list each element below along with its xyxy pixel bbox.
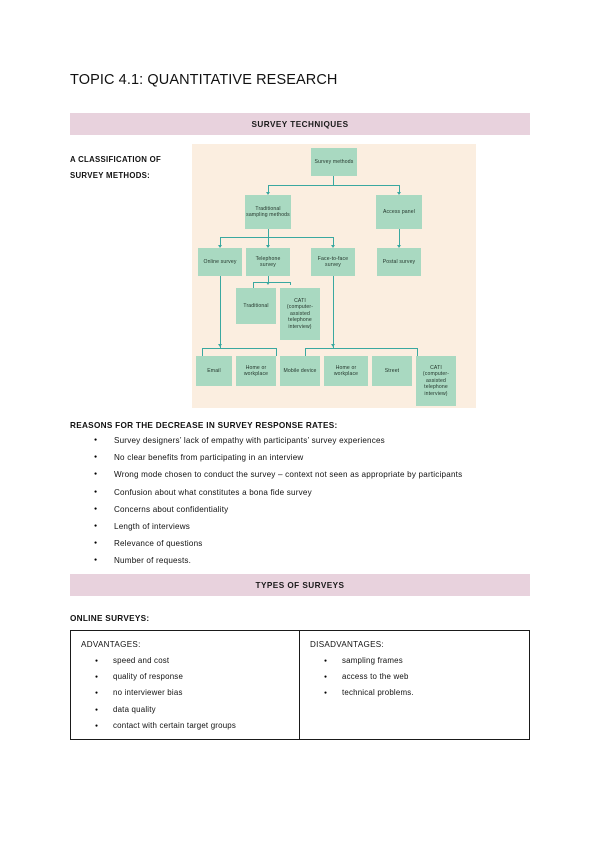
list-item: sampling frames: [310, 653, 529, 669]
connector-f2f-leaves-bus: [305, 348, 417, 349]
diagram-node-face-to-face-survey: Face-to-face survey: [311, 248, 355, 276]
diagram-node-root: Survey methods: [311, 148, 357, 176]
disadvantages-list: sampling frames access to the web techni…: [310, 653, 529, 702]
section-banner-types-of-surveys: TYPES OF SURVEYS: [70, 574, 530, 596]
connector-ts-down: [268, 229, 269, 237]
connector-level2-bus: [268, 185, 399, 186]
diagram-node-access-panel: Access panel: [376, 195, 422, 229]
arrow-to-face-to-face-survey: [331, 245, 335, 248]
list-item: access to the web: [310, 669, 529, 685]
list-item: No clear benefits from participating in …: [88, 449, 538, 466]
diagram-node-leaf-home-or-workplace-online: Home or workplace: [236, 356, 276, 386]
reasons-heading: REASONS FOR THE DECREASE IN SURVEY RESPO…: [70, 421, 338, 430]
list-item: data quality: [81, 702, 299, 718]
arrow-to-telephone-survey: [266, 245, 270, 248]
survey-methods-diagram: Survey methods Traditional sampling meth…: [192, 144, 476, 408]
arrow-to-traditional-sampling: [266, 192, 270, 195]
advantages-disadvantages-table: ADVANTAGES: speed and cost quality of re…: [70, 630, 530, 740]
diagram-node-traditional-sampling-methods: Traditional sampling methods: [245, 195, 291, 229]
page-title: TOPIC 4.1: QUANTITATIVE RESEARCH: [70, 72, 338, 88]
connector-traditional-drop: [253, 282, 254, 288]
diagram-side-label-line1: A CLASSIFICATION OF: [70, 155, 162, 164]
arrow-to-postal-survey: [397, 245, 401, 248]
diagram-node-leaf-home-or-workplace-f2f: Home or workplace: [324, 356, 368, 386]
diagram-side-label: A CLASSIFICATION OF SURVEY METHODS:: [70, 152, 188, 184]
list-item: technical problems.: [310, 685, 529, 701]
connector-online-leaves-bus: [202, 348, 276, 349]
list-item: Length of interviews: [88, 518, 538, 535]
connector-telephone-children-bus: [253, 282, 290, 283]
reasons-list: Survey designers’ lack of empathy with p…: [88, 432, 538, 570]
connector-cati-leaf-drop: [417, 348, 418, 356]
connector-level3-bus: [220, 237, 333, 238]
diagram-node-cati-mid: CATI (computer-assisted telephone interv…: [280, 288, 320, 340]
arrow-to-access-panel: [397, 192, 401, 195]
arrow-to-online-survey: [218, 245, 222, 248]
connector-telephone-down: [268, 276, 269, 282]
connector-face-to-face-drop: [333, 237, 334, 247]
diagram-node-leaf-mobile-device: Mobile device: [280, 356, 320, 386]
list-item: Survey designers’ lack of empathy with p…: [88, 432, 538, 449]
connector-email-drop: [202, 348, 203, 356]
connector-access-panel-down: [399, 229, 400, 247]
list-item: no interviewer bias: [81, 685, 299, 701]
list-item: Number of requests.: [88, 552, 538, 569]
banner-label: SURVEY TECHNIQUES: [251, 119, 349, 129]
connector-level2-right-drop: [399, 185, 400, 194]
arrow-to-cati-mid: [266, 282, 270, 285]
diagram-node-leaf-email: Email: [196, 356, 232, 386]
advantages-column: ADVANTAGES: speed and cost quality of re…: [71, 631, 300, 739]
list-item: quality of response: [81, 669, 299, 685]
advantages-heading: ADVANTAGES:: [81, 640, 141, 649]
online-surveys-heading: ONLINE SURVEYS:: [70, 614, 150, 623]
diagram-node-traditional: Traditional: [236, 288, 276, 324]
connector-online-long-drop: [220, 276, 221, 348]
connector-online-drop: [220, 237, 221, 247]
diagram-node-telephone-survey: Telephone survey: [246, 248, 290, 276]
list-item: contact with certain target groups: [81, 718, 299, 734]
advantages-list: speed and cost quality of response no in…: [81, 653, 299, 734]
disadvantages-column: DISADVANTAGES: sampling frames access to…: [300, 631, 529, 739]
connector-f2f-long-drop: [333, 276, 334, 348]
diagram-side-label-line2: SURVEY METHODS:: [70, 171, 151, 180]
connector-cati-mid-drop: [290, 282, 291, 285]
diagram-node-online-survey: Online survey: [198, 248, 242, 276]
list-item: Relevance of questions: [88, 535, 538, 552]
diagram-node-leaf-street: Street: [372, 356, 412, 386]
connector-root-down: [333, 176, 334, 185]
connector-home-workplace2-drop: [305, 348, 306, 356]
diagram-node-leaf-cati: CATI (computer-assisted telephone interv…: [416, 356, 456, 406]
connector-level2-left-drop: [268, 185, 269, 194]
list-item: Wrong mode chosen to conduct the survey …: [88, 466, 538, 483]
list-item: Concerns about confidentiality: [88, 501, 538, 518]
disadvantages-heading: DISADVANTAGES:: [310, 640, 385, 649]
arrow-to-online-leaves: [218, 344, 222, 347]
arrow-to-f2f-leaves: [331, 344, 335, 347]
section-banner-survey-techniques: SURVEY TECHNIQUES: [70, 113, 530, 135]
diagram-node-postal-survey: Postal survey: [377, 248, 421, 276]
banner-label: TYPES OF SURVEYS: [255, 580, 345, 590]
list-item: speed and cost: [81, 653, 299, 669]
connector-mobile-device-drop: [276, 348, 277, 356]
list-item: Confusion about what constitutes a bona …: [88, 484, 538, 501]
connector-telephone-drop: [268, 237, 269, 247]
